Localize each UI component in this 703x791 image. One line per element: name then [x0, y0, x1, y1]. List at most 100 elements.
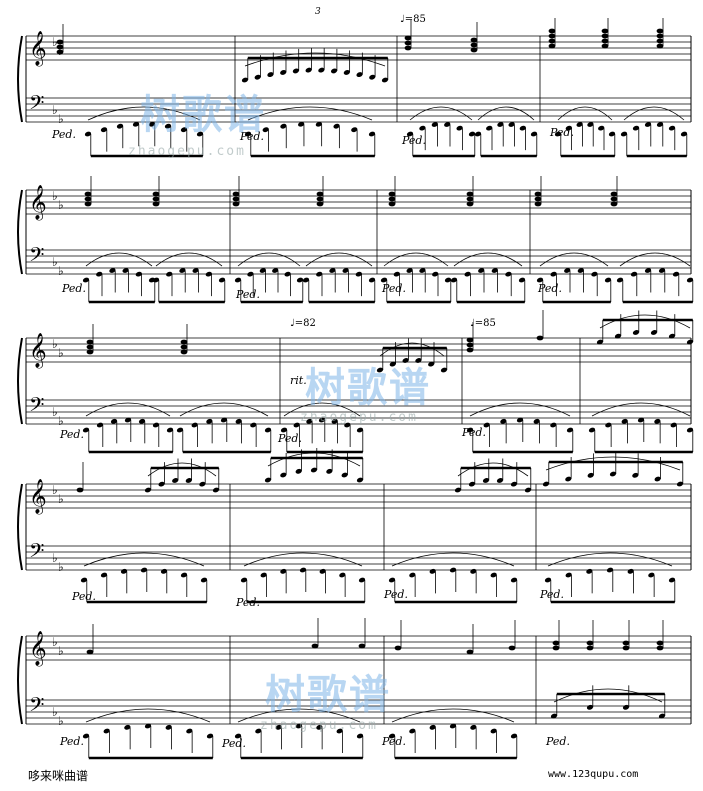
note [192, 268, 199, 273]
note [536, 277, 544, 283]
brace [17, 483, 23, 571]
brace [17, 189, 23, 275]
note [368, 277, 376, 283]
chord-note [656, 645, 664, 651]
note [218, 277, 226, 283]
note [344, 422, 351, 428]
flat-icon: ♭ [58, 264, 64, 278]
chord-note [508, 645, 516, 651]
note [122, 268, 129, 273]
note [686, 339, 694, 345]
note [250, 422, 257, 428]
note [419, 125, 426, 131]
note [406, 268, 413, 273]
note [333, 123, 340, 129]
slur [469, 402, 571, 417]
note [554, 131, 562, 137]
chord-note [86, 344, 94, 350]
note [82, 427, 90, 433]
chord-note [76, 487, 84, 493]
note [510, 577, 518, 583]
brace [17, 635, 23, 725]
chord-note [86, 649, 94, 655]
note [686, 277, 694, 283]
note [406, 131, 414, 137]
flat-icon: ♭ [52, 705, 58, 719]
note [483, 422, 490, 428]
chord-note [534, 201, 542, 207]
note [470, 568, 477, 574]
chord-note [586, 645, 594, 651]
note [176, 427, 184, 433]
note [124, 417, 132, 423]
note [486, 125, 493, 131]
note [275, 724, 282, 730]
note [191, 422, 198, 428]
note [586, 704, 594, 710]
note [444, 122, 451, 127]
chord-note [388, 191, 396, 197]
note [212, 487, 220, 493]
chord-note [466, 196, 474, 202]
slur [591, 402, 691, 417]
note [419, 268, 426, 273]
note [259, 268, 266, 273]
note [596, 339, 604, 345]
flat-icon: ♭ [52, 483, 58, 497]
note [577, 268, 584, 273]
flat-icon: ♭ [58, 346, 64, 360]
note [508, 122, 515, 127]
note [302, 277, 310, 283]
chord-note [404, 45, 412, 51]
clefs: 𝄞𝄢♭♭♭♭𝄞𝄢♭♭♭♭𝄞𝄢♭♭♭♭𝄞𝄢♭♭♭♭𝄞𝄢♭♭♭♭ [17, 31, 64, 728]
note [124, 724, 131, 730]
slur [547, 552, 673, 567]
note [166, 427, 174, 433]
note [96, 422, 104, 428]
note [295, 723, 303, 729]
note [164, 123, 172, 129]
slur [85, 252, 153, 267]
note [564, 268, 571, 273]
note [331, 418, 338, 424]
slur [599, 314, 691, 329]
note [432, 271, 439, 277]
note [84, 131, 92, 137]
note [336, 728, 343, 734]
flat-icon: ♭ [58, 414, 64, 428]
note [470, 724, 477, 730]
note [166, 271, 173, 277]
chord-note [56, 39, 64, 45]
note [138, 418, 146, 424]
chord-note [656, 38, 664, 44]
treble-clef-icon: 𝄞 [29, 631, 47, 667]
note [356, 477, 364, 483]
bass-clef-icon: 𝄢 [29, 539, 44, 567]
note [565, 125, 572, 131]
note [587, 122, 594, 127]
note [544, 577, 552, 583]
note [318, 67, 325, 73]
note [627, 568, 634, 574]
note [440, 367, 448, 373]
bass-clef-icon: 𝄢 [29, 393, 44, 421]
note [205, 271, 212, 277]
note [654, 476, 661, 482]
note [206, 733, 214, 739]
note [490, 728, 497, 734]
pedal-mark: Ped. [381, 735, 406, 748]
note [315, 121, 322, 127]
chord-note [86, 339, 94, 345]
note [356, 72, 363, 78]
chord-note [84, 191, 92, 197]
slur [305, 252, 373, 267]
note [82, 733, 90, 739]
note [632, 472, 639, 478]
flat-icon: ♭ [58, 560, 64, 574]
flat-icon: ♭ [58, 112, 64, 126]
note [444, 277, 452, 283]
chord-note [180, 349, 188, 355]
note [144, 487, 152, 493]
chord-note [470, 47, 478, 53]
note [296, 277, 304, 283]
